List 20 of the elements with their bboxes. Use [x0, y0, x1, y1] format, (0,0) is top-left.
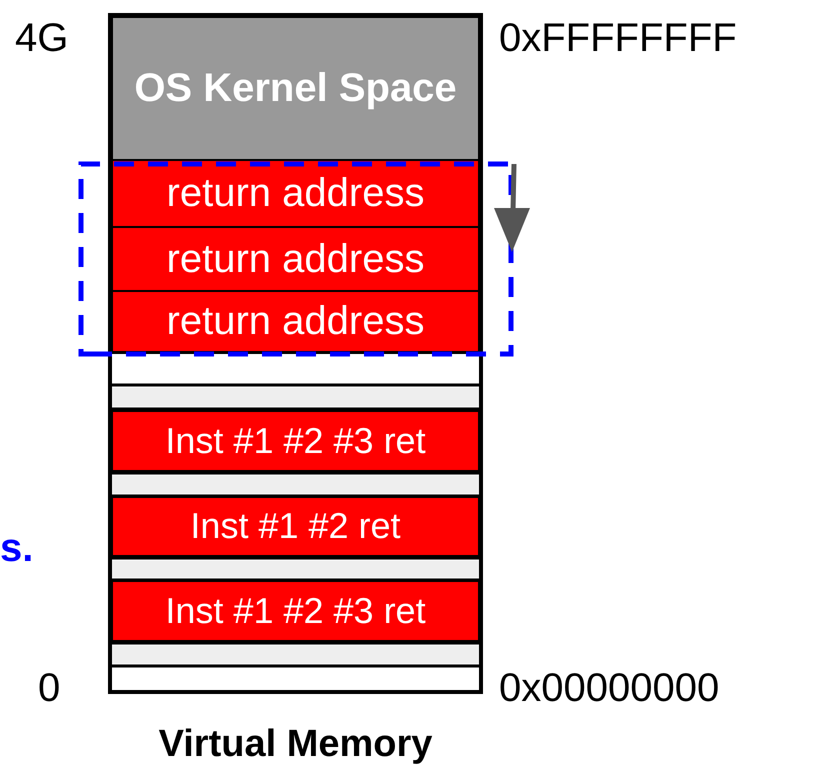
text-fragment: s.: [0, 528, 34, 568]
segment-label: Inst #1 #2 ret: [190, 506, 401, 547]
address-label: 0xFFFFFFFF: [499, 18, 737, 58]
return-address-segment: [110, 226, 481, 293]
address-label: 0x00000000: [499, 668, 720, 708]
segment-label: return address: [166, 171, 424, 216]
address-label: 4G: [15, 18, 68, 58]
caption: Virtual Memory: [158, 725, 434, 763]
address-label: 0: [38, 668, 60, 708]
instruction-segment: [110, 410, 481, 473]
return-address-segment: [110, 159, 481, 229]
segment-label: Inst #1 #2 #3 ret: [165, 590, 426, 632]
segment-label: OS Kernel Space: [134, 66, 457, 111]
instruction-segment: [110, 496, 481, 558]
return-address-segment: [110, 290, 481, 354]
segment-label: return address: [166, 236, 424, 282]
segment-label: Inst #1 #2 #3 ret: [165, 420, 426, 462]
kernel-segment: [110, 15, 481, 162]
instruction-segment: [110, 580, 481, 643]
segment-label: return address: [166, 299, 424, 344]
